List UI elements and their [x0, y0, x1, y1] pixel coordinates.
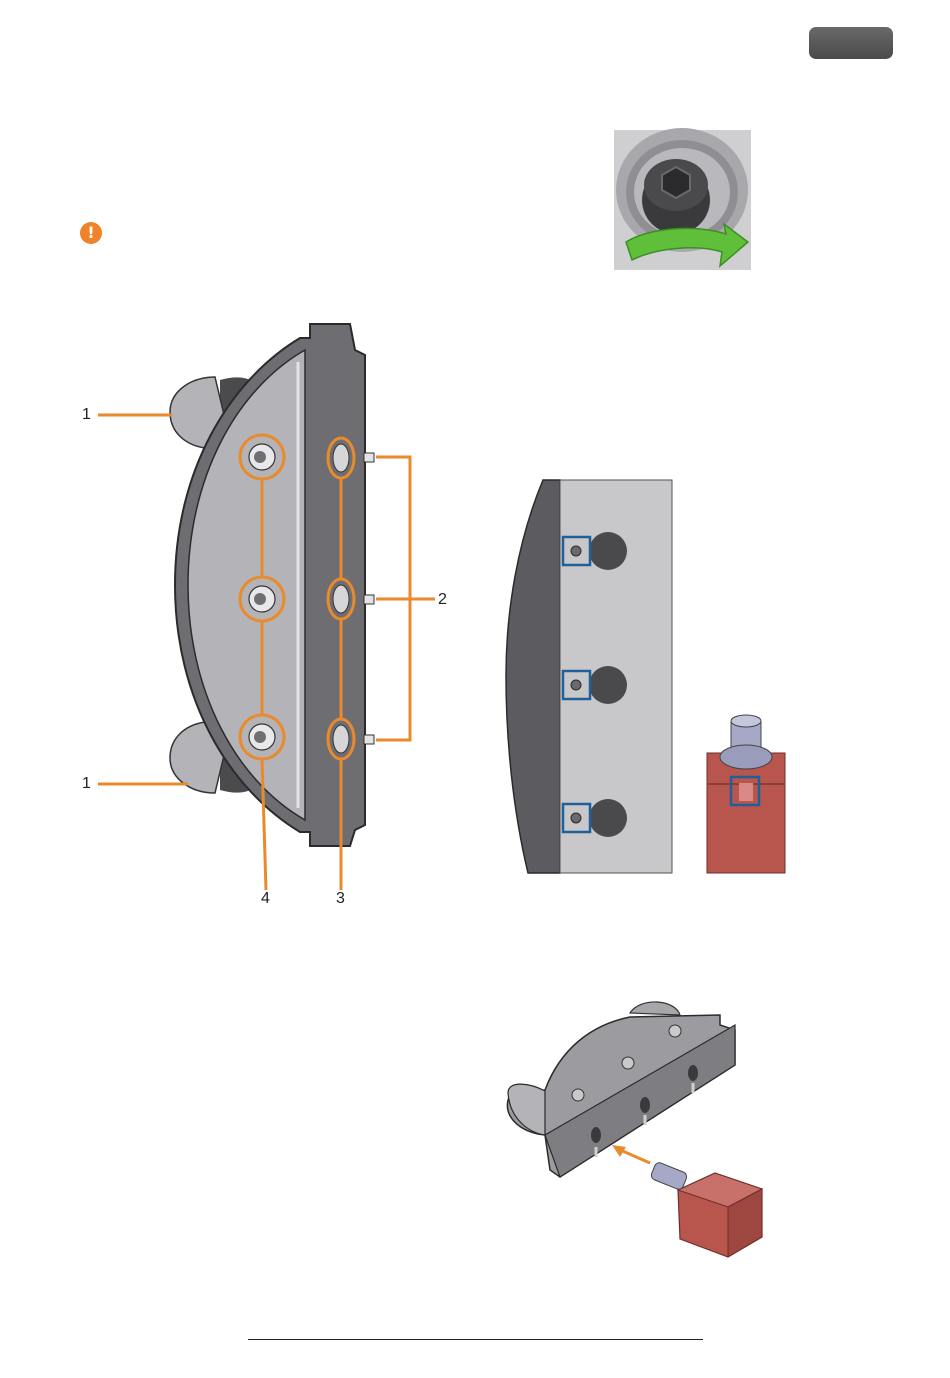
warning-circle-icon: ! — [80, 222, 102, 244]
callout-1-bottom: 1 — [82, 775, 91, 793]
screw-rotation-illustration — [614, 130, 751, 270]
page-tab-badge — [809, 27, 893, 59]
assembly-isometric — [500, 995, 770, 1260]
plate-edge-detail — [503, 480, 673, 873]
callout-1-top: 1 — [82, 406, 91, 424]
plate-side-view — [160, 320, 380, 850]
footer-rule — [248, 1339, 703, 1340]
pin-insert-detail — [705, 713, 787, 875]
callout-2: 2 — [438, 591, 447, 609]
callout-3: 3 — [336, 890, 345, 908]
callout-4: 4 — [261, 890, 270, 908]
